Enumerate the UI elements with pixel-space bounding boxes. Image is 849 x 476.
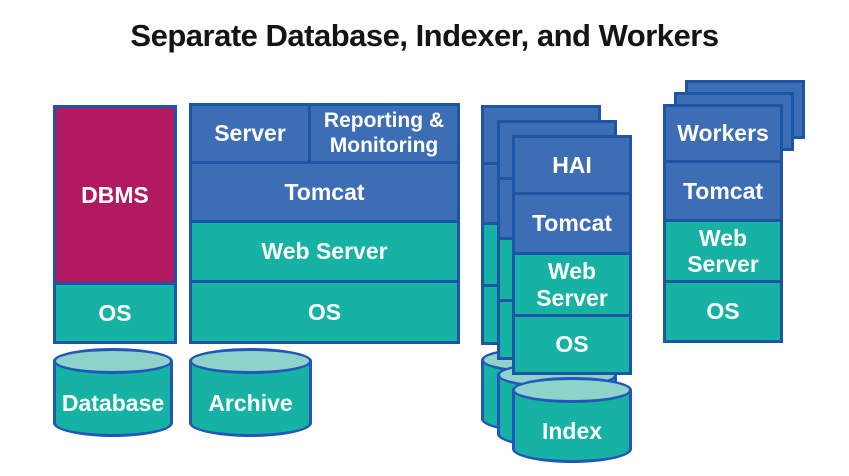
workers-box: Workers — [663, 104, 783, 163]
hai-box: HAI — [512, 135, 632, 195]
index-cylinder-label: Index — [541, 417, 603, 444]
reporting-monitoring-box: Reporting & Monitoring — [308, 103, 460, 164]
workers-os-box: OS — [663, 280, 783, 343]
server-box: Server — [189, 103, 311, 164]
indexer-os-box: OS — [512, 314, 632, 375]
app-web-server-box: Web Server — [189, 220, 460, 283]
index-cylinder: Index — [512, 377, 632, 463]
indexer-web-server-box: Web Server — [512, 252, 632, 317]
dbms-box: DBMS — [53, 105, 177, 285]
archive-cylinder-label: Archive — [208, 390, 293, 416]
cylinder-top-ellipse — [189, 348, 312, 374]
database-cylinder: Database — [53, 348, 173, 437]
app-os-box: OS — [189, 280, 460, 344]
database-os-box: OS — [53, 282, 177, 344]
indexer-stack-layer-front: HAI Tomcat Web Server OS Index — [512, 135, 632, 463]
workers-web-server-box: Web Server — [663, 219, 783, 283]
workers-tomcat-box: Tomcat — [663, 160, 783, 222]
database-cylinder-label: Database — [61, 390, 165, 416]
cylinder-top-ellipse — [512, 377, 632, 403]
indexer-tomcat-box: Tomcat — [512, 192, 632, 255]
archive-cylinder: Archive — [189, 348, 312, 437]
diagram-title: Separate Database, Indexer, and Workers — [130, 18, 719, 53]
cylinder-top-ellipse — [53, 348, 173, 374]
app-tomcat-box: Tomcat — [189, 161, 460, 223]
